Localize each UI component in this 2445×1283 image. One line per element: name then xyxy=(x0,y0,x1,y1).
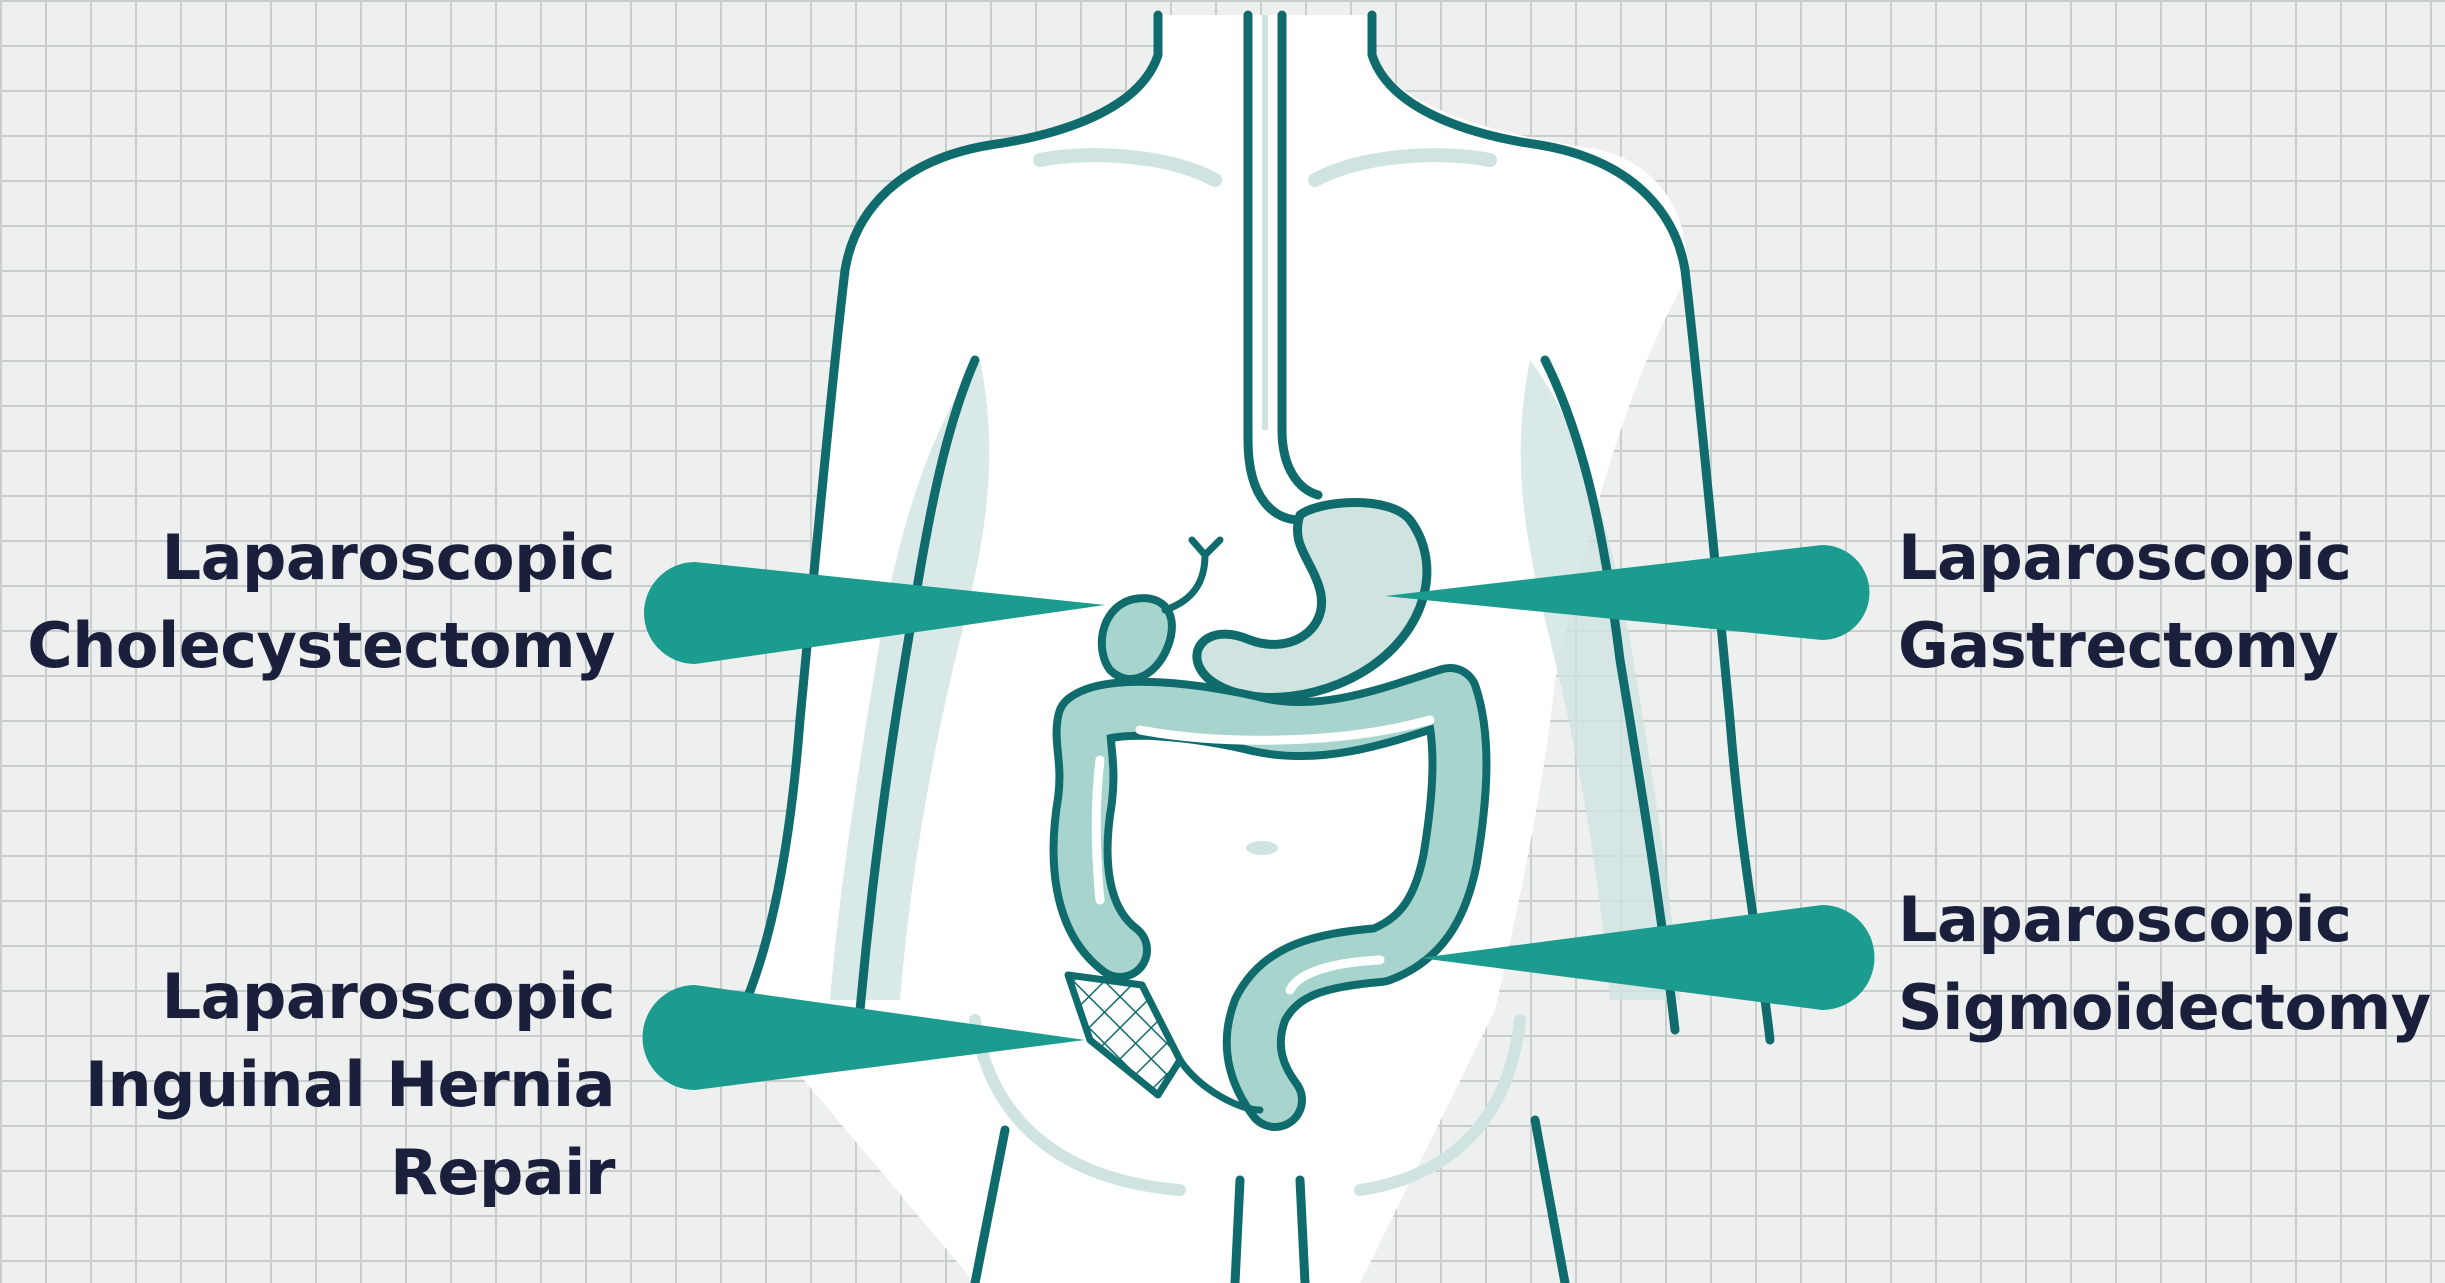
label-hernia: Laparoscopic Inguinal Hernia Repair xyxy=(85,953,615,1217)
label-gastrectomy-line1: Laparoscopic xyxy=(1898,514,2351,602)
label-hernia-line1: Laparoscopic xyxy=(85,953,615,1041)
label-sigmoidectomy-line1: Laparoscopic xyxy=(1898,876,2431,964)
label-cholecystectomy-line1: Laparoscopic xyxy=(27,514,615,602)
label-sigmoidectomy-line2: Sigmoidectomy xyxy=(1898,964,2431,1052)
label-sigmoidectomy: Laparoscopic Sigmoidectomy xyxy=(1898,876,2431,1052)
label-hernia-line3: Repair xyxy=(85,1129,615,1217)
label-cholecystectomy-line2: Cholecystectomy xyxy=(27,602,615,690)
navel xyxy=(1246,841,1278,855)
label-gastrectomy: Laparoscopic Gastrectomy xyxy=(1898,514,2351,690)
label-gastrectomy-line2: Gastrectomy xyxy=(1898,602,2351,690)
label-cholecystectomy: Laparoscopic Cholecystectomy xyxy=(27,514,615,690)
label-hernia-line2: Inguinal Hernia xyxy=(85,1041,615,1129)
